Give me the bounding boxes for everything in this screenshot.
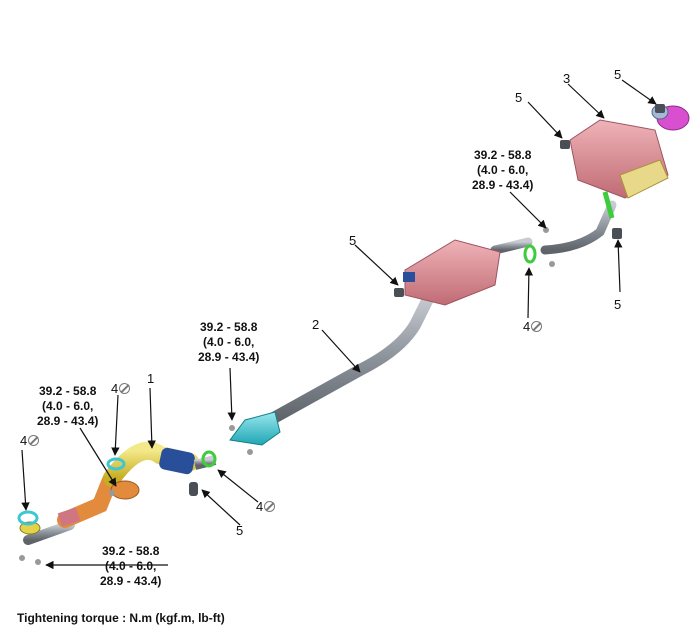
- torque-label-rear-joint: 39.2 - 58.8 (4.0 - 6.0, 28.9 - 43.4): [472, 148, 533, 193]
- callout-gasket-rear: 4: [523, 319, 543, 334]
- torque-lbft: 28.9 - 43.4): [472, 178, 534, 192]
- torque-kgfm: (4.0 - 6.0,: [203, 335, 255, 349]
- callout-hanger-center: 5: [349, 233, 357, 248]
- callout-hanger-rear-upper: 5: [515, 90, 523, 105]
- gasket-number: 4: [111, 381, 119, 396]
- callout-main-muffler: 3: [563, 71, 571, 86]
- callout-gasket-manifold: 4: [111, 381, 131, 396]
- gasket-number: 4: [523, 319, 531, 334]
- leader-lines: [21, 79, 657, 570]
- torque-lbft: 28.9 - 43.4): [100, 574, 162, 588]
- callout-gasket-catalytic: 4: [256, 499, 276, 514]
- torque-label-front-bolts: 39.2 - 58.8 (4.0 - 6.0, 28.9 - 43.4): [100, 544, 161, 589]
- torque-unit-legend: Tightening torque : N.m (kgf.m, lb-ft): [17, 611, 225, 625]
- main-muffler: [569, 104, 690, 219]
- gasket-parts: [17, 244, 537, 526]
- callout-center-muffler: 2: [312, 317, 320, 332]
- callout-front-pipe: 1: [147, 371, 155, 386]
- do-not-reuse-icon: [119, 383, 131, 394]
- callout-hanger-tailpipe: 5: [614, 67, 622, 82]
- torque-lbft: 28.9 - 43.4): [198, 350, 260, 364]
- torque-nm: 39.2 - 58.8: [474, 148, 532, 162]
- torque-nm: 39.2 - 58.8: [200, 320, 258, 334]
- callout-gasket-front: 4: [20, 433, 40, 448]
- catalytic-converter: [229, 411, 281, 446]
- do-not-reuse-icon: [28, 435, 40, 446]
- torque-kgfm: (4.0 - 6.0,: [42, 399, 94, 413]
- torque-nm: 39.2 - 58.8: [39, 384, 97, 398]
- torque-label-manifold-flange: 39.2 - 58.8 (4.0 - 6.0, 28.9 - 43.4): [37, 384, 98, 429]
- torque-kgfm: (4.0 - 6.0,: [105, 559, 157, 573]
- hangers-bolts: [19, 104, 665, 565]
- torque-label-catalytic-flange: 39.2 - 58.8 (4.0 - 6.0, 28.9 - 43.4): [198, 320, 259, 365]
- center-muffler: [403, 239, 501, 306]
- do-not-reuse-icon: [531, 321, 543, 332]
- gasket-number: 4: [20, 433, 28, 448]
- gasket-number: 4: [256, 499, 264, 514]
- callout-hanger-rear-lower: 5: [614, 297, 622, 312]
- torque-lbft: 28.9 - 43.4): [37, 414, 99, 428]
- torque-kgfm: (4.0 - 6.0,: [477, 163, 529, 177]
- do-not-reuse-icon: [264, 501, 276, 512]
- callout-hanger-front: 5: [236, 523, 244, 538]
- torque-nm: 39.2 - 58.8: [102, 544, 160, 558]
